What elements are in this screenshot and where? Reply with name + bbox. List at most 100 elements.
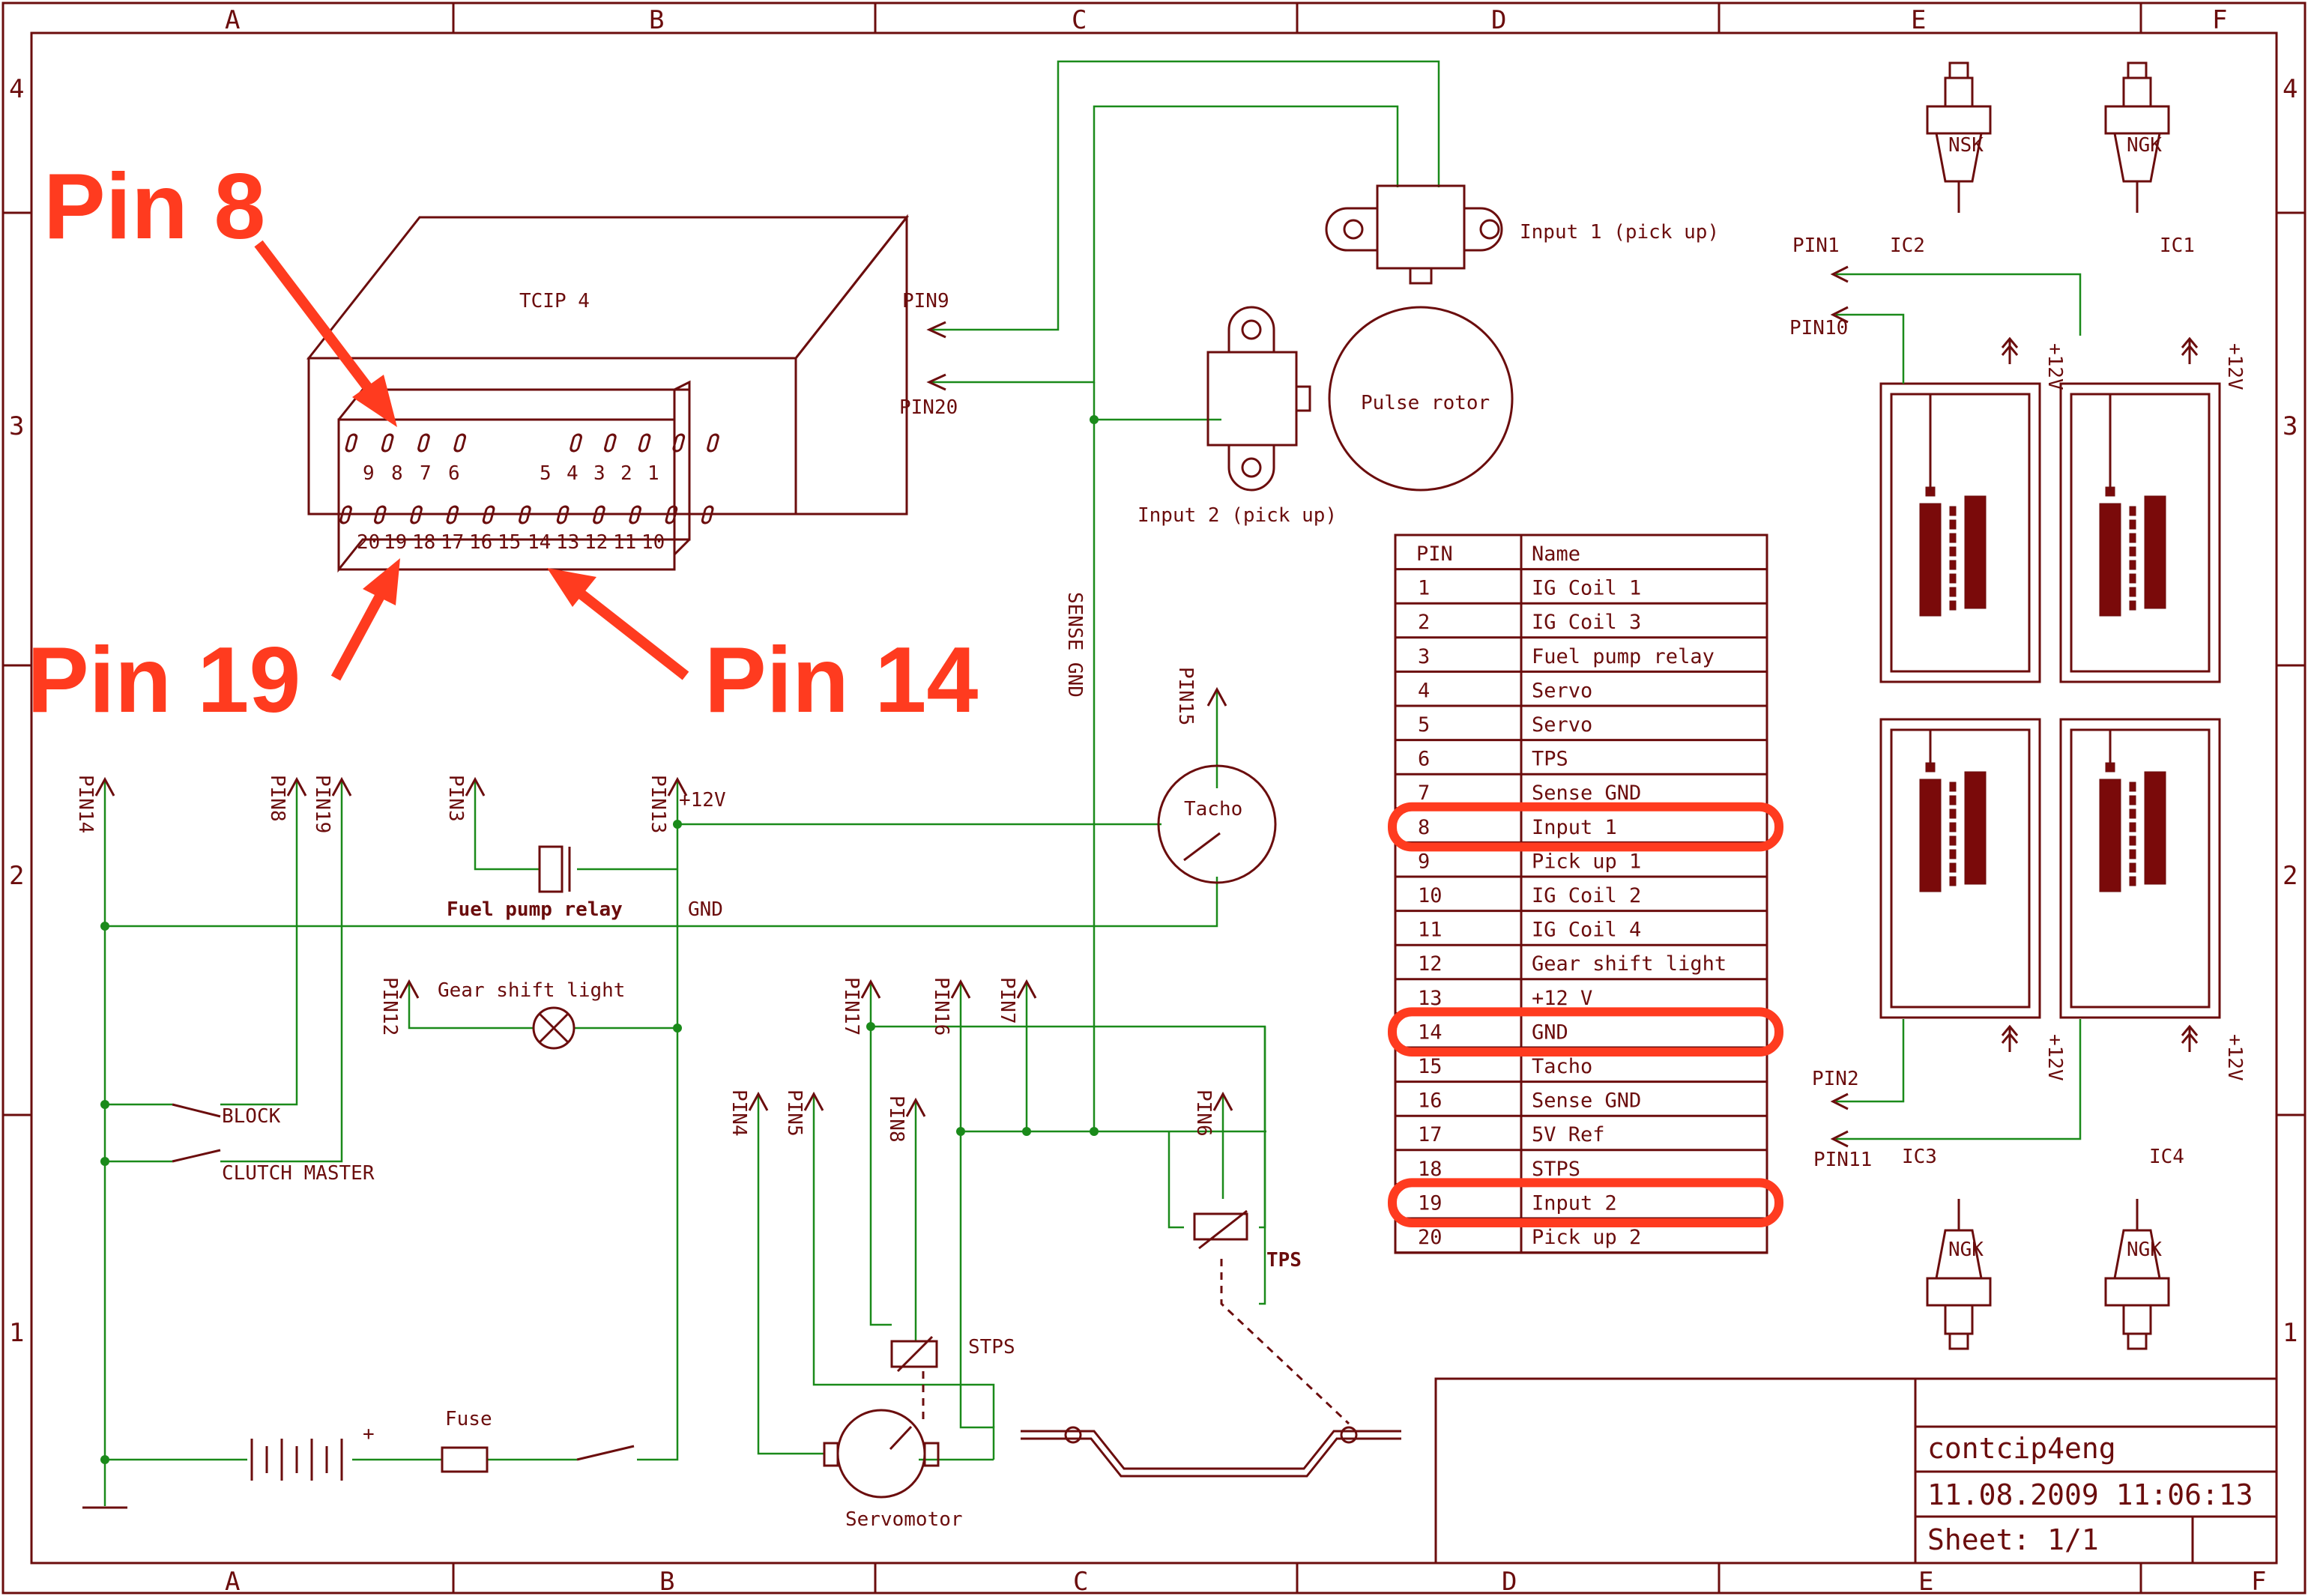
table-row-pin: 10: [1418, 884, 1442, 907]
ecu-pin-slot: [570, 433, 582, 453]
pin-arrow-icon: [950, 979, 971, 999]
row-label-right-4: 4: [2283, 74, 2298, 104]
arrow-pin19: [330, 589, 387, 681]
table-row-name: Pick up 2: [1532, 1226, 1641, 1249]
label-tacho: Tacho: [1184, 798, 1242, 820]
col-label-bottom-a: A: [225, 1567, 240, 1596]
row-label-right-2: 2: [2283, 861, 2298, 891]
label-coil-pin1: PIN1: [1792, 235, 1840, 257]
label-gear-shift-light: Gear shift light: [438, 979, 625, 1002]
col-label-bottom-e: E: [1918, 1567, 1933, 1596]
label-stps: STPS: [968, 1336, 1015, 1358]
ecu-pin-number: 12: [584, 531, 608, 554]
pin-arrow-icon: [331, 776, 352, 797]
table-highlight: [1388, 1178, 1783, 1228]
coil-plus12v-label: +12V: [2043, 1034, 2066, 1081]
col-label-top-e: E: [1911, 5, 1926, 35]
label-coil-pin10: PIN10: [1789, 317, 1848, 339]
ecu-pin-slot: [665, 505, 678, 525]
table-row-name: GND: [1532, 1021, 1568, 1044]
label-pin15: PIN15: [1174, 667, 1197, 725]
label-fuse: Fuse: [445, 1408, 492, 1430]
table-row-pin: 15: [1418, 1055, 1442, 1078]
label-pin20: PIN20: [899, 396, 958, 419]
ecu-pin-slot: [707, 433, 719, 453]
spark-plug-brand: NGK: [2127, 1239, 2162, 1261]
ecu-pin-number: 8: [391, 462, 403, 485]
row-label-left-3: 3: [9, 411, 24, 441]
pin-arrow-label: PIN12: [378, 977, 401, 1036]
ecu-pin-number: 18: [412, 531, 435, 554]
ecu-pin-slot: [701, 505, 714, 525]
pin-arrow-icon: [399, 979, 420, 999]
annotation-pin14: Pin 14: [704, 629, 978, 732]
pin-arrow-icon: [1212, 1091, 1233, 1111]
label-sense-gnd: SENSE GND: [1063, 592, 1086, 698]
label-pulse-rotor: Pulse rotor: [1361, 392, 1490, 414]
ecu-pin-number: 4: [567, 462, 578, 485]
title-block: contcip4eng 11.08.2009 11:06:13 Sheet: 1…: [1434, 1377, 2278, 1565]
label-coil-pin11: PIN11: [1813, 1149, 1872, 1171]
row-label-left-2: 2: [9, 861, 24, 891]
ecu-pin-number: 9: [363, 462, 375, 485]
ignition-coil: +12V: [2059, 336, 2246, 683]
table-row-name: IG Coil 4: [1532, 919, 1641, 942]
label-input1-pickup: Input 1 (pick up): [1520, 221, 1719, 244]
ecu-pin-slot: [381, 433, 394, 453]
table-header-pin: PIN: [1416, 542, 1453, 566]
ecu-pin-number: 6: [448, 462, 460, 485]
ecu-pin-number: 15: [498, 531, 521, 554]
label-block: BLOCK: [222, 1105, 281, 1128]
table-row-name: IG Coil 3: [1532, 611, 1641, 634]
ecu-pin-number: 19: [384, 531, 407, 554]
ecu-pin-slot: [519, 505, 531, 525]
label-ic1: IC1: [2160, 235, 2195, 257]
col-label-bottom-b: B: [659, 1567, 674, 1596]
table-row-name: Sense GND: [1532, 782, 1641, 805]
power-wiring: Tacho PIN15 Fuel pump relay GND +12V Gea…: [82, 667, 1277, 1509]
label-ic2: IC2: [1890, 235, 1925, 257]
pin-arrow-label: PIN16: [930, 977, 952, 1036]
table-row-pin: 16: [1418, 1089, 1442, 1113]
ecu-pin-slot: [339, 505, 352, 525]
pin-arrow-label: PIN5: [783, 1089, 806, 1137]
ecu-pin-number: 13: [556, 531, 579, 554]
pin-arrow-label: PIN17: [840, 977, 863, 1036]
table-row-name: Sense GND: [1532, 1089, 1641, 1113]
table-row-name: Servo: [1532, 679, 1592, 702]
pin-arrow-label: PIN8: [266, 775, 288, 822]
col-label-top-f: F: [2212, 5, 2227, 35]
ecu-pin-slot: [373, 505, 387, 525]
label-coil-pin2: PIN2: [1812, 1068, 1859, 1090]
label-clutch-master: CLUTCH MASTER: [222, 1162, 375, 1185]
annotations: Pin 8 Pin 19 Pin 14: [27, 155, 978, 732]
col-label-top-a: A: [225, 5, 240, 35]
coil-plus12v-label: +12V: [2043, 343, 2066, 390]
ignition-coil: +12V: [2059, 718, 2246, 1081]
pin-arrow-icon: [860, 979, 881, 999]
ecu-pin-slot: [638, 433, 651, 453]
table-row-pin: 2: [1418, 611, 1430, 634]
table-row-pin: 9: [1418, 850, 1430, 873]
label-pin9: PIN9: [902, 290, 949, 312]
spark-plug: NSK: [1926, 61, 1992, 213]
table-row-pin: 3: [1418, 645, 1430, 668]
ecu-pin-number: 5: [540, 462, 552, 485]
pin-arrow-icon: [803, 1091, 824, 1111]
row-label-right-1: 1: [2283, 1318, 2298, 1348]
ecu-pin-number: 16: [469, 531, 492, 554]
pin-arrow-icon: [1206, 686, 1227, 707]
pin-arrow-icon: [905, 1097, 926, 1117]
label-input2-pickup: Input 2 (pick up): [1138, 504, 1337, 527]
label-fuel-pump-relay: Fuel pump relay: [447, 898, 623, 921]
table-row-pin: 13: [1418, 987, 1442, 1010]
spark-plug-brand: NGK: [2127, 134, 2162, 157]
ecu-pin-number: 1: [647, 462, 659, 485]
table-row-name: Input 2: [1532, 1191, 1617, 1215]
table-row-pin: 18: [1418, 1158, 1442, 1181]
pin-arrow-label: PIN7: [996, 977, 1018, 1024]
label-ic3: IC3: [1902, 1146, 1937, 1168]
col-label-top-d: D: [1491, 5, 1506, 35]
ecu-pin-slot: [629, 505, 642, 525]
